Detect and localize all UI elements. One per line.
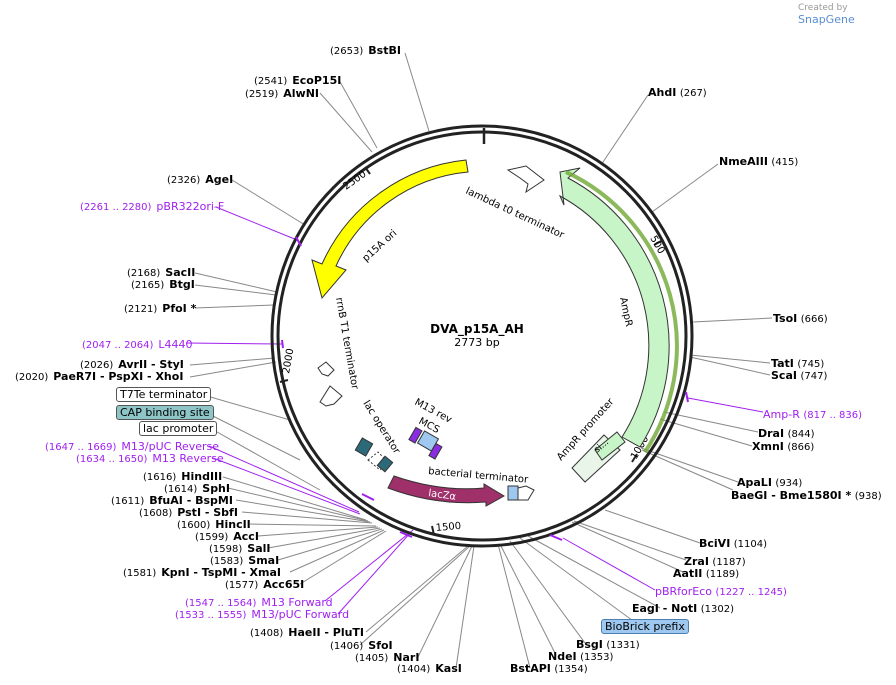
- tick-label-2500: 2500: [341, 169, 368, 193]
- lambda-t0-label: lambda t0 terminator: [464, 186, 567, 242]
- site-label-bsgi[interactable]: BsgI (1331): [576, 638, 640, 651]
- feature-label-cap-binding-site[interactable]: CAP binding site: [116, 405, 214, 420]
- site-label-apali[interactable]: ApaLI (934): [737, 476, 803, 489]
- site-label-tati[interactable]: TatI (745): [771, 357, 825, 370]
- site-label-bcivi[interactable]: BciVI (1104): [699, 537, 768, 550]
- primer-label-m13-puc-forward[interactable]: (1533 .. 1555)M13/pUC Forward: [175, 608, 350, 621]
- plasmid-size: 2773 bp: [454, 336, 500, 349]
- site-label-paer7i-pspxi-xhoi[interactable]: (2020)PaeR7I - PspXI - XhoI: [15, 370, 184, 383]
- m13-fwd-block[interactable]: [428, 442, 443, 460]
- site-label-hincii[interactable]: (1600)HincII: [177, 518, 251, 531]
- site-label-hindiii[interactable]: (1616)HindIII: [143, 470, 223, 483]
- plasmid-name: DVA_p15A_AH: [430, 322, 524, 336]
- primer-label-pbrforeco[interactable]: pBRforEco (1227 .. 1245): [655, 585, 787, 598]
- ampr-highlight: [565, 170, 679, 454]
- primer-label-pbr322ori-f[interactable]: (2261 .. 2280)pBR322ori-F: [80, 200, 225, 213]
- site-label-xmni[interactable]: XmnI (866): [752, 440, 815, 453]
- tick-label-1500: 1500: [435, 521, 461, 534]
- lambda-t0-terminator-arrow[interactable]: [506, 165, 545, 194]
- ampr-feature[interactable]: [558, 167, 670, 448]
- site-label-psti-sbfi[interactable]: (1608)PstI - SbfI: [139, 506, 238, 519]
- biobrick-block[interactable]: [507, 485, 519, 501]
- site-label-smai[interactable]: (1583)SmaI: [210, 554, 280, 567]
- site-label-sacii[interactable]: (2168)SacII: [127, 266, 196, 279]
- bacterial-terminator-arrow[interactable]: [517, 485, 535, 501]
- site-label-sphi[interactable]: (1614)SphI: [164, 482, 230, 495]
- ampr-label: AmpR: [617, 296, 634, 328]
- site-label-aatii[interactable]: AatII (1189): [673, 567, 740, 580]
- site-label-alwni[interactable]: (2519)AlwNI: [245, 87, 320, 100]
- lacza-feature[interactable]: [387, 475, 505, 507]
- primer-label-l4440[interactable]: (2047 .. 2064)L4440: [82, 338, 193, 351]
- site-label-drai[interactable]: DraI (844): [758, 427, 815, 440]
- feature-label-biobrick-prefix[interactable]: BioBrick prefix: [601, 619, 689, 634]
- p15a-ori-feature[interactable]: [311, 159, 469, 300]
- site-label-pfoi[interactable]: (2121)PfoI *: [124, 302, 197, 315]
- backbone-outer-ring: [270, 124, 694, 548]
- tick-label-2000: 2000: [281, 348, 296, 375]
- site-label-ahdi[interactable]: AhdI (267): [648, 86, 707, 99]
- lac-operator-block[interactable]: [376, 455, 394, 473]
- snapgene-credit: Created by SnapGene: [798, 3, 896, 26]
- leader-lines: [189, 52, 773, 669]
- backbone-inner-ring: [276, 130, 688, 542]
- site-label-zrai[interactable]: ZraI (1187): [684, 555, 746, 568]
- site-label-bstbi[interactable]: (2653)BstBI: [330, 44, 401, 57]
- cap-binding-site-block[interactable]: [354, 437, 374, 457]
- site-label-bstapi[interactable]: BstAPI (1354): [510, 662, 588, 675]
- p15a-ori-label: p15A ori: [361, 228, 400, 264]
- bacterial-terminator-label: bacterial terminator: [428, 466, 530, 486]
- si-feature[interactable]: [594, 431, 626, 461]
- primer-label-m13-reverse[interactable]: (1634 .. 1650)M13 Reverse: [76, 452, 224, 465]
- site-label-nmeaiii[interactable]: NmeAIII (415): [719, 155, 799, 168]
- primer-label-m13-puc-reverse[interactable]: (1647 .. 1669)M13/pUC Reverse: [45, 440, 220, 453]
- primer-leader-lines: [185, 206, 764, 615]
- snapgene-brand: SnapGene: [798, 13, 855, 26]
- site-label-avrii-styi[interactable]: (2026)AvrII - StyI: [80, 358, 184, 371]
- rrnb-t1-arrow-2[interactable]: [319, 385, 343, 407]
- site-label-ecop15i[interactable]: (2541)EcoP15I: [254, 74, 342, 87]
- site-label-scai[interactable]: ScaI (747): [771, 369, 828, 382]
- rrnb-t1-arrow-1[interactable]: [317, 361, 335, 377]
- site-label-eagi-noti[interactable]: EagI - NotI (1302): [632, 602, 735, 615]
- site-label-haeii-pluti[interactable]: (1408)HaeII - PluTI: [250, 626, 365, 639]
- site-label-kasi[interactable]: (1404)KasI: [397, 662, 462, 675]
- site-label-ndei[interactable]: NdeI (1353): [548, 650, 614, 663]
- lacza-label: lacZα: [428, 488, 458, 503]
- site-label-kpni-tspmi-xmai[interactable]: (1581)KpnI - TspMI - XmaI: [123, 566, 281, 579]
- site-label-nari[interactable]: (1405)NarI: [355, 651, 420, 664]
- primer-marks: [281, 236, 689, 541]
- bp-ticks: [279, 166, 664, 536]
- site-label-baegi-bme1580i[interactable]: BaeGI - Bme1580I * (938): [731, 489, 882, 502]
- m13-rev-block[interactable]: [408, 426, 423, 444]
- primer-label-amp-r[interactable]: Amp-R (817 .. 836): [763, 408, 863, 421]
- feature-label-t7te-terminator[interactable]: T7Te terminator: [116, 387, 212, 402]
- site-label-sali[interactable]: (1598)SalI: [209, 542, 271, 555]
- credit-text: Created by: [798, 3, 848, 13]
- site-label-acc65i[interactable]: (1577)Acc65I: [225, 578, 305, 591]
- primer-label-m13-forward[interactable]: (1547 .. 1564)M13 Forward: [185, 596, 333, 609]
- rrnb-t1-label: rrnB T1 terminator: [333, 297, 360, 391]
- site-label-acci[interactable]: (1599)AccI: [195, 530, 259, 543]
- site-label-agei[interactable]: (2326)AgeI: [167, 173, 234, 186]
- feature-label-lac-promoter[interactable]: lac promoter: [139, 421, 218, 436]
- site-label-sfoi[interactable]: (1406)SfoI: [330, 639, 393, 652]
- site-label-tsoi[interactable]: TsoI (666): [773, 312, 828, 325]
- site-label-btgi[interactable]: (2165)BtgI: [131, 278, 195, 291]
- site-label-bfuai-bspmi[interactable]: (1611)BfuAI - BspMI: [111, 494, 233, 507]
